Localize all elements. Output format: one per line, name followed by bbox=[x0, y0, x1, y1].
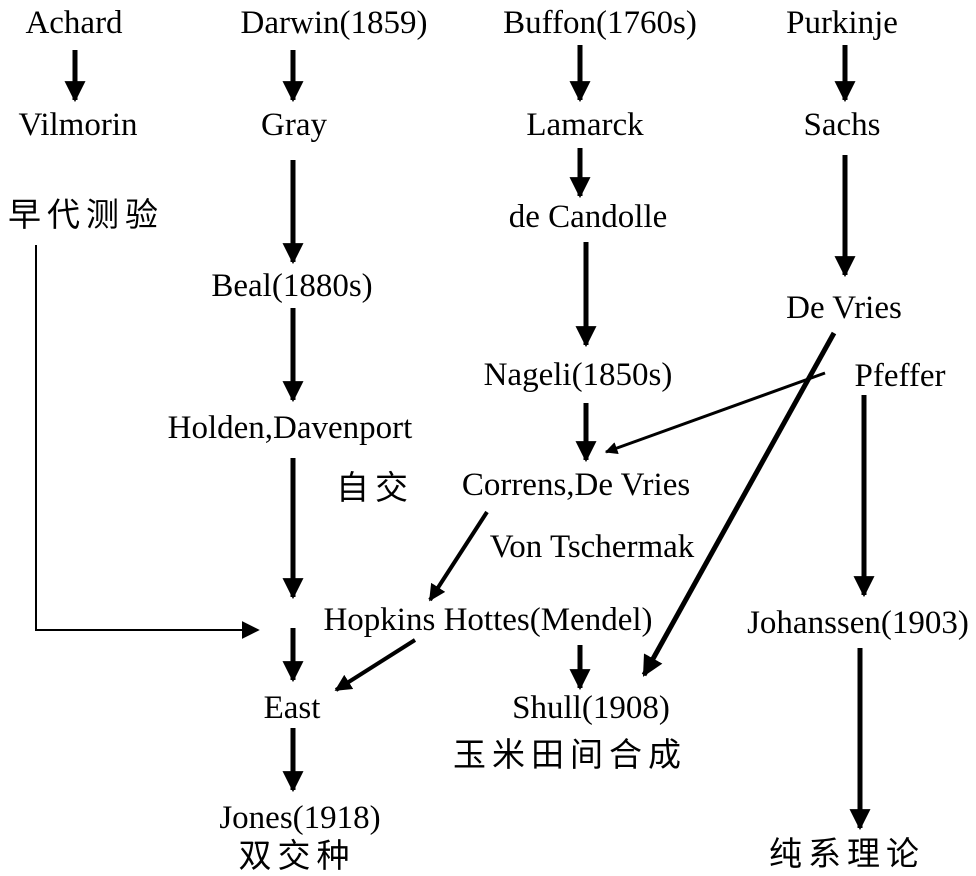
node-achard: Achard bbox=[25, 5, 123, 41]
node-vilmorin: Vilmorin bbox=[18, 107, 138, 143]
node-gray: Gray bbox=[261, 107, 327, 143]
node-von-tschermak: Von Tschermak bbox=[489, 529, 695, 565]
arrow-correns-to-hopkins bbox=[428, 510, 489, 602]
node-johanssen: Johanssen(1903) bbox=[747, 605, 969, 641]
node-shull: Shull(1908) bbox=[512, 690, 670, 726]
node-purkinje: Purkinje bbox=[786, 5, 898, 41]
arrow-pfeffer-to-correns bbox=[604, 371, 826, 455]
node-buffon: Buffon(1760s) bbox=[503, 5, 697, 41]
node-beal: Beal(1880s) bbox=[211, 268, 373, 304]
node-hopkins-hottes: Hopkins Hottes(Mendel) bbox=[323, 602, 653, 638]
node-double-cross: 双交种 bbox=[238, 836, 356, 875]
arrow-hopkins-to-east-diagonal bbox=[334, 638, 417, 692]
node-selfing: 自交 bbox=[336, 468, 414, 507]
node-darwin: Darwin(1859) bbox=[240, 5, 428, 41]
arrow-devries-to-shull bbox=[641, 331, 837, 677]
node-nageli: Nageli(1850s) bbox=[483, 357, 673, 393]
node-maize-synthesis: 玉米田间合成 bbox=[453, 735, 687, 774]
node-early-test: 早代测验 bbox=[8, 195, 164, 234]
node-correns-de-vries: Correns,De Vries bbox=[461, 467, 691, 503]
node-holden-davenport: Holden,Davenport bbox=[167, 410, 413, 446]
node-east: East bbox=[263, 690, 321, 726]
node-lamarck: Lamarck bbox=[526, 107, 644, 143]
node-pfeffer: Pfeffer bbox=[854, 358, 946, 394]
node-de-candolle: de Candolle bbox=[508, 199, 668, 235]
node-jones: Jones(1918) bbox=[219, 800, 381, 836]
node-pure-line-theory: 纯系理论 bbox=[769, 834, 925, 873]
node-de-vries: De Vries bbox=[786, 290, 902, 326]
node-sachs: Sachs bbox=[803, 107, 881, 143]
arrow-early-test-to-east bbox=[35, 245, 260, 639]
